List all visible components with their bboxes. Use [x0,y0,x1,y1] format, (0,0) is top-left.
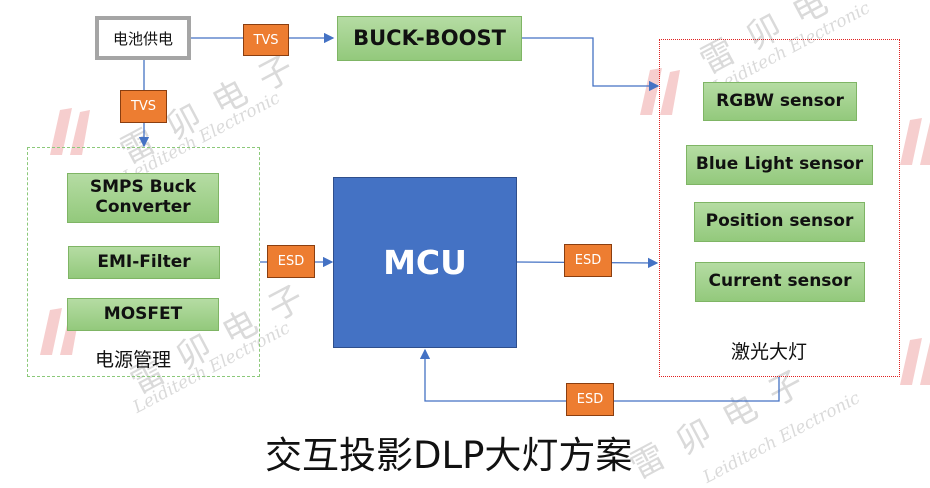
rgbw-sensor-box: RGBW sensor [703,82,857,121]
battery-supply-label: 电池供电 [112,29,173,48]
esd-power-mcu-box: ESD [267,245,315,278]
laser-headlamp-label: 激光大灯 [731,341,808,363]
power-management-group [27,147,260,377]
smps-buck-converter-box: SMPS Buck Converter [67,173,219,223]
mosfet-label: MOSFET [103,303,183,324]
esd-mcu-laser-box: ESD [564,244,612,277]
tvs-left-box: TVS [120,90,167,123]
esd-feedback-box: ESD [566,383,614,416]
mcu-label: MCU [383,243,467,282]
power-management-label: 电源管理 [95,349,172,371]
current-sensor-label: Current sensor [708,271,852,292]
line-buckboost-laser [513,37,660,92]
emi-filter-box: EMI-Filter [68,246,220,279]
esd-feedback-label: ESD [576,392,604,407]
tvs-top-label: TVS [253,32,279,48]
blue-light-sensor-box: Blue Light sensor [686,145,873,185]
battery-supply-box: 电池供电 [95,16,191,60]
tvs-left-label: TVS [130,99,157,114]
buck-boost-label: BUCK-BOOST [353,26,506,51]
mcu-box: MCU [333,177,517,348]
diagram-title: 交互投影DLP大灯方案 [265,434,633,477]
rgbw-sensor-label: RGBW sensor [716,90,844,111]
blue-light-sensor-label: Blue Light sensor [695,154,864,175]
esd-power-mcu-label: ESD [277,254,305,269]
mosfet-box: MOSFET [67,298,219,331]
laser-headlamp-group [659,39,900,377]
smps-buck-converter-label: SMPS Buck Converter [89,177,197,217]
tvs-top-box: TVS [243,24,289,56]
current-sensor-box: Current sensor [695,262,865,302]
buck-boost-box: BUCK-BOOST [337,16,522,61]
emi-filter-label: EMI-Filter [97,251,191,272]
position-sensor-box: Position sensor [694,202,865,242]
position-sensor-label: Position sensor [705,211,854,232]
esd-mcu-laser-label: ESD [574,253,602,268]
